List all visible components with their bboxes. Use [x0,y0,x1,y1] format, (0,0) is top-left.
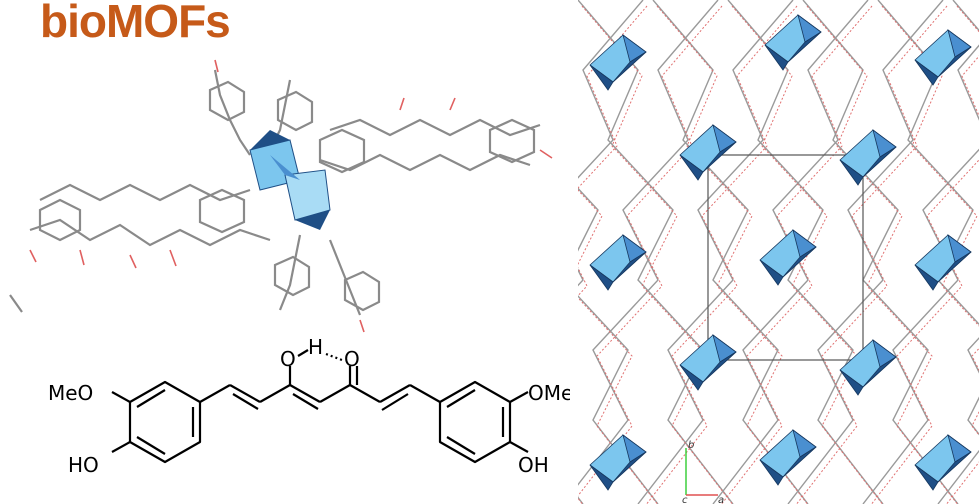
oxygen-contact [731,5,883,504]
tetrahedron-face [702,351,737,383]
oxygen-contact [796,5,948,504]
metal-tetrahedron [759,229,817,286]
oxygen-contacts [578,5,979,504]
tetrahedron-face [759,259,784,286]
metal-tetrahedron [914,434,972,491]
metal-tetrahedron [589,234,647,291]
tetrahedron-face [589,64,614,91]
oxygen-contact [646,5,798,504]
tetrahedron-face [782,246,817,278]
meo-label: MeO [48,381,93,405]
tetrahedron-face [839,159,864,186]
keto-oxygen-label: O [344,347,360,371]
oxygen-contact [721,5,873,504]
oh-label: OH [518,453,549,477]
axis-indicator: b c a [682,440,724,504]
ligand-sticks [9,69,541,316]
tetrahedron-face [612,451,647,483]
oxygen-contact [578,5,723,497]
tetrahedron-face [679,154,704,181]
metal-polyhedra [249,130,331,230]
metal-tetrahedron [679,334,737,391]
enol-oxygen-label: O [280,347,296,371]
tetrahedron-face [612,251,647,283]
oxygen-contact [881,5,979,436]
oxygen-contact [578,497,583,504]
ligand-strand [652,0,809,504]
metal-tetrahedron [759,429,817,486]
metal-tetrahedron [914,234,972,291]
ligand-strand [802,0,959,504]
metal-tetrahedron [679,124,737,181]
oxygen-contact [871,55,979,504]
ligand-strand [578,496,584,504]
tetrahedron-face [782,446,817,478]
tetrahedron-face [612,51,647,83]
tetrahedron-face [589,264,614,291]
tetrahedron-face [839,369,864,396]
tetrahedron-face [914,59,939,86]
tetrahedron-face [589,464,614,491]
axis-a-label: a [718,495,724,504]
tetrahedron-face [759,459,784,486]
tetrahedron-face [679,364,704,391]
metal-tetrahedron [839,129,897,186]
unit-cell [707,154,864,361]
tetrahedron-face [937,46,972,78]
curcumin-structure: MeO HO OMe OH O H O [48,335,570,477]
metal-tetrahedron [914,29,972,86]
crystal-packing-diagram: b c a [578,0,979,504]
ome-label: OMe [528,381,570,405]
axis-b-label: b [688,440,694,451]
oxygen-contact [656,5,808,504]
oxygen-contact [806,5,958,504]
slide-title: bioMOFs [40,0,231,47]
tetrahedron-face [862,356,897,388]
metal-tetrahedron [589,34,647,91]
metal-polyhedra [589,14,972,491]
oxygen-bonds [29,59,553,333]
left-benzene-ring [128,380,202,464]
tetrahedron-face [787,31,822,63]
ho-label: HO [68,453,99,477]
axis-c-label: c [682,495,688,504]
tetrahedron-face [764,44,789,71]
tetrahedron-face [914,264,939,291]
tetrahedron-face [914,464,939,491]
oxygen-contact [578,5,648,297]
tetrahedron-face [937,251,972,283]
ligand-strand [787,0,944,504]
ligand-strand [637,0,794,504]
tetrahedron-face [862,146,897,178]
ligand-strand [578,0,719,486]
tetrahedron-face [937,451,972,483]
metal-tetrahedron [589,434,647,491]
right-benzene-ring [438,380,512,464]
ligand-strand [578,0,644,287]
ligand-strand [578,0,734,504]
tetrahedron-face [702,141,737,173]
metal-tetrahedron [764,14,822,71]
enol-hydrogen-label: H [308,335,323,359]
crystal-fragment-diagram [9,59,553,333]
ligand-strand [578,187,659,504]
metal-tetrahedron [839,339,897,396]
oxygen-contact [581,5,733,504]
